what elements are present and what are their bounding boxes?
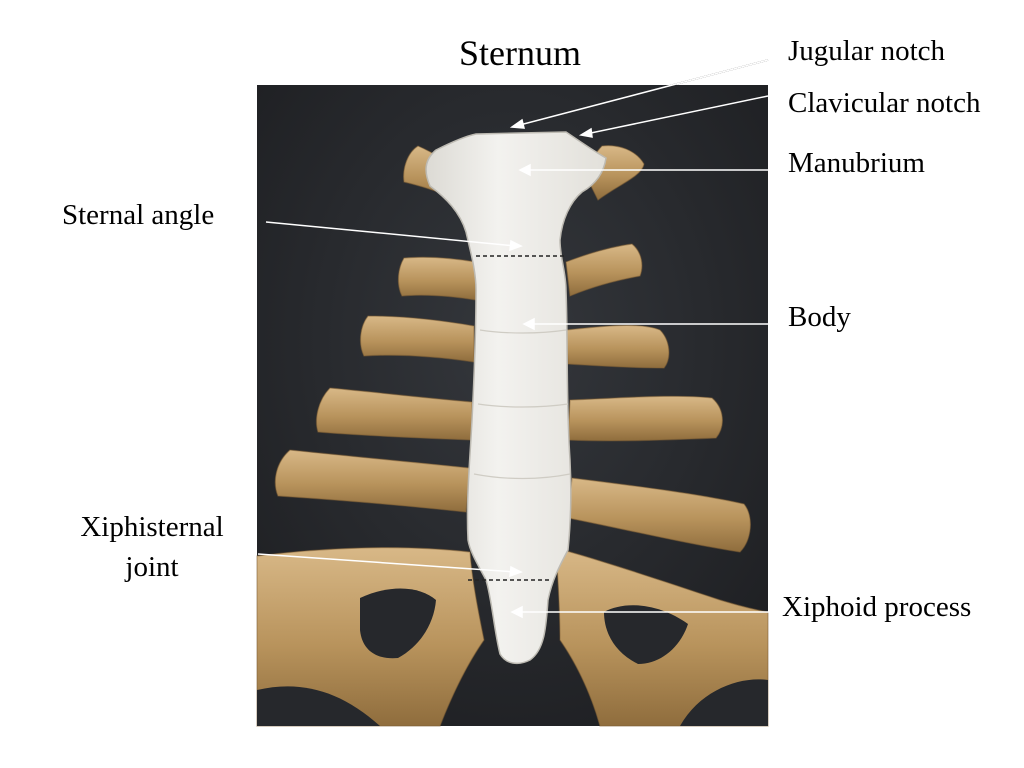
arrowhead-body [522,317,535,331]
sternum-segment-lines [473,329,571,480]
cartilage-opening-right [604,605,688,664]
rib-cartilage-4-left [315,387,473,441]
label-xiphisternal-joint-line2: joint [125,551,179,583]
arrowhead-manubrium [518,163,531,177]
rib-cartilages [256,145,769,727]
arrowhead-jugular-notch [509,118,525,129]
sternum-bone [425,131,607,665]
rib-cartilage-2-right [565,243,643,297]
leader-jugular-notch-white [515,59,769,127]
arrowhead-xiphisternal-joint [509,565,523,578]
lower-gap-right [680,679,768,726]
segment-line-1 [479,329,567,334]
leader-lines [257,59,780,619]
label-sternal-angle: Sternal angle [62,199,215,231]
rib-cartilage-5-left [274,449,471,513]
label-clavicular-notch: Clavicular notch [788,87,981,119]
label-xiphoid-process: Xiphoid process [782,591,972,623]
leader-xiphisternal-joint [257,553,517,573]
rib-cartilage-2-left [397,256,477,301]
cartilage-opening-left [360,588,436,659]
cartilage-openings [257,588,768,726]
rib-cartilage-4-right [567,395,723,442]
arrowhead-clavicular-notch [578,127,593,138]
lower-gap-left [257,686,380,726]
rib-cartilage-3-right [565,324,670,369]
rib-cartilage-5-right [567,477,751,553]
rib-cartilage-3-left [359,315,475,363]
segment-line-3 [473,473,571,480]
label-xiphisternal-joint-line1: Xiphisternal [80,511,224,543]
leader-sternal-angle [265,221,517,247]
leader-clavicular-notch [585,95,769,135]
diagram-title: Sternum [459,33,581,73]
label-body: Body [788,301,851,333]
arrowhead-sternal-angle [509,239,523,252]
label-jugular-notch: Jugular notch [788,35,946,67]
arrowhead-xiphoid-process [510,605,523,619]
segment-line-2 [477,403,569,408]
label-manubrium: Manubrium [788,147,925,179]
